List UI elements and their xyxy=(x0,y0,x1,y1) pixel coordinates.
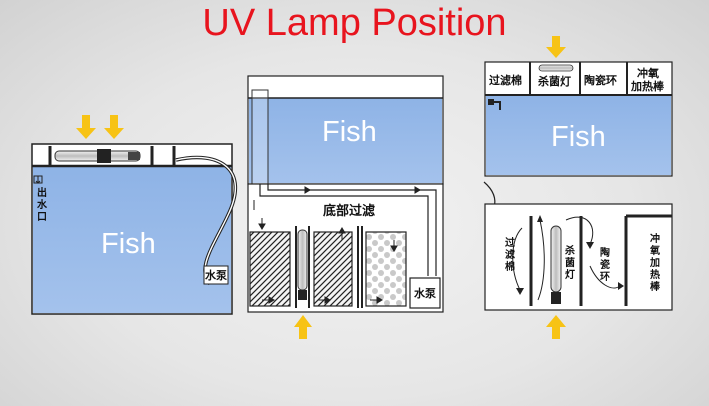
right-tank-water xyxy=(486,95,671,175)
sump-label: 底部过滤 xyxy=(323,203,375,219)
left-arrow-2 xyxy=(104,115,124,139)
uv-lamp-char-1: 杀 xyxy=(565,244,575,257)
filter-wool-char-2: 滤 xyxy=(505,248,515,261)
ceramic-rings-char-3: 环 xyxy=(600,271,610,283)
right-arrow-bottom xyxy=(546,315,566,339)
outlet-label-1: 出 xyxy=(37,186,47,199)
middle-pump-label: 水泵 xyxy=(414,286,436,300)
pump-box xyxy=(203,265,229,285)
uv-lamp-cap xyxy=(97,149,111,163)
uv-lamp-char-2: 菌 xyxy=(565,256,575,269)
sump-filter-media-2 xyxy=(313,231,353,307)
left-tank-water xyxy=(33,166,231,313)
middle-tank-water xyxy=(249,98,442,183)
top-label-heater: 加热棒 xyxy=(630,79,665,93)
middle-arrow xyxy=(294,315,312,339)
ceramic-rings-char-1: 陶 xyxy=(600,246,610,259)
top-label-oxygen: 冲氧 xyxy=(637,66,659,80)
oxygen-heater-char-1: 冲 xyxy=(650,232,660,245)
top-label-filter-wool: 过滤棉 xyxy=(489,73,522,87)
top-label-ceramic-rings: 陶瓷环 xyxy=(584,73,617,87)
right-fish-label: Fish xyxy=(551,121,606,153)
sump-ceramic-media xyxy=(365,231,407,307)
left-fish-label: Fish xyxy=(101,228,156,260)
oxygen-heater-char-2: 氧 xyxy=(649,244,660,257)
top-label-uv-lamp: 杀菌灯 xyxy=(538,74,571,88)
middle-tank-diagram: Fish 底部过滤 水泵 xyxy=(247,75,444,339)
overflow-box xyxy=(251,89,269,185)
oxygen-heater-char-3: 加 xyxy=(649,256,660,269)
sump-uv-lamp xyxy=(297,229,308,291)
page-title: UV Lamp Position xyxy=(202,2,507,44)
middle-fish-label: Fish xyxy=(322,116,377,148)
left-tank-diagram: 出 水 口 Fish 水泵 xyxy=(31,115,238,315)
outlet-label-2: 水 xyxy=(36,198,48,211)
sump-pump xyxy=(409,277,441,309)
ceramic-rings-char-2: 瓷 xyxy=(600,258,610,271)
filter-wool-char-3: 棉 xyxy=(505,260,515,273)
uv-lamp-char-3: 灯 xyxy=(565,268,575,281)
oxygen-heater-char-4: 热 xyxy=(650,268,660,281)
left-arrow-1 xyxy=(76,115,96,139)
right-arrow-top xyxy=(546,36,566,58)
sump-filter-media-1 xyxy=(249,231,291,307)
filter-wool-char-1: 过 xyxy=(505,236,515,249)
right-tank-diagram: 过滤棉 杀菌灯 陶瓷环 冲氧 加热棒 Fish xyxy=(483,36,673,339)
left-pump-label: 水泵 xyxy=(205,268,227,282)
outlet-label-3: 口 xyxy=(37,212,47,223)
right-uv-lamp xyxy=(550,225,562,293)
oxygen-heater-char-5: 棒 xyxy=(650,280,661,293)
right-sump-tank xyxy=(484,203,673,311)
